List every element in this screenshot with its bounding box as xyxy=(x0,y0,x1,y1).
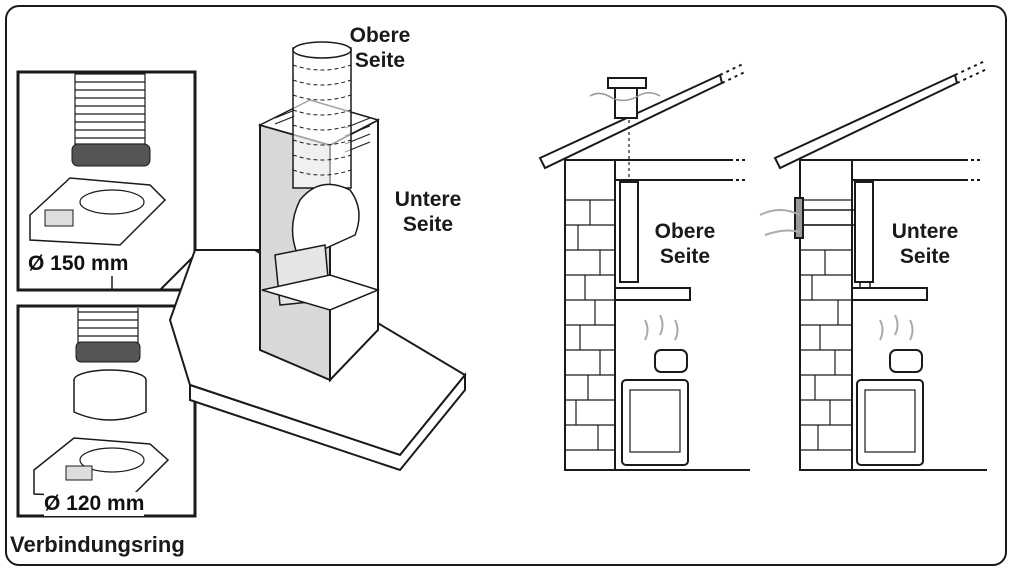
wall-diagram-wall-vent xyxy=(759,60,988,471)
label-wall-right: Untere Seite xyxy=(891,220,959,268)
label-obere-seite-top: Obere Seite xyxy=(349,24,411,72)
diameter-150: Ø 150 mm xyxy=(28,252,129,276)
hood-chimney xyxy=(159,41,467,472)
label-wall-left: Obere Seite xyxy=(654,220,716,268)
wall-diagram-roof-vent xyxy=(538,62,750,471)
inset-120mm xyxy=(16,304,197,518)
diameter-120: Ø 120 mm xyxy=(44,492,145,516)
label-untere-seite-mid: Untere Seite xyxy=(394,188,462,236)
caption-verbindungsring: Verbindungsring xyxy=(10,532,185,557)
